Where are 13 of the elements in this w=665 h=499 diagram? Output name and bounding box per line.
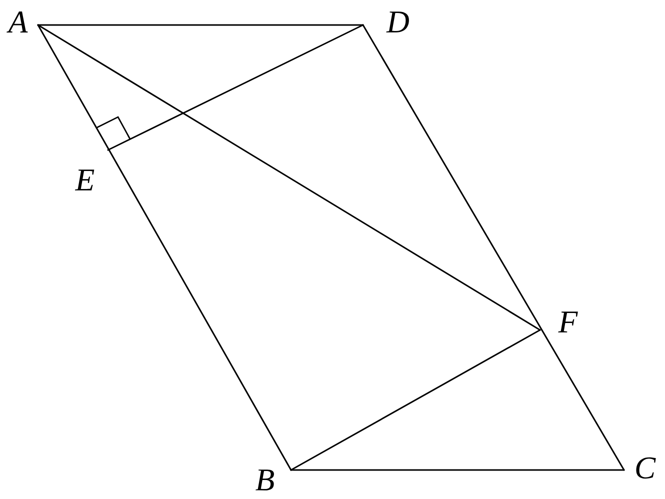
point-label: E <box>74 170 94 190</box>
point-label: B <box>256 470 274 490</box>
point-label: D <box>386 12 409 32</box>
line-segment <box>37 24 292 471</box>
line-segment <box>290 329 541 471</box>
point-label: C <box>636 457 656 479</box>
line-segment <box>107 24 364 151</box>
line-segment <box>362 24 625 471</box>
line-segment <box>290 469 625 471</box>
point-label: F <box>558 312 578 332</box>
line-segment <box>37 24 541 331</box>
line-segment <box>37 24 364 26</box>
point-label: A <box>6 12 28 32</box>
